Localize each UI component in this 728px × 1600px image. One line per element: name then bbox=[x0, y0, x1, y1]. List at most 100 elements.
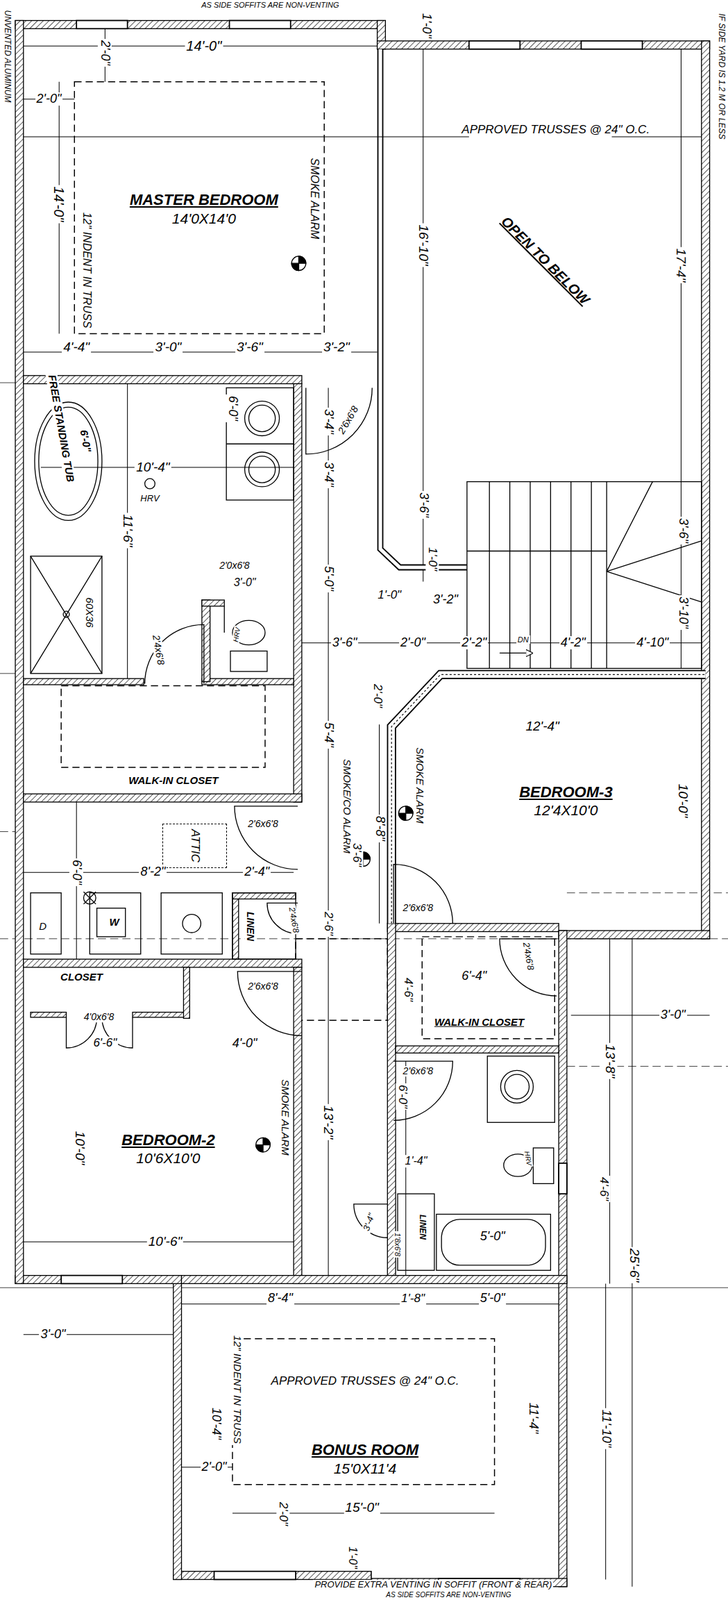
plan-annotation: 6'-6" bbox=[91, 1035, 118, 1049]
plan-annotation: AS SIDE SOFFITS ARE NON-VENTING bbox=[384, 1589, 513, 1598]
plan-annotation: HRV bbox=[522, 1147, 533, 1166]
smoke-alarm-symbols bbox=[256, 1136, 271, 1152]
fixtures bbox=[441, 1218, 546, 1265]
smoke-alarm-symbols bbox=[291, 256, 307, 271]
plan-annotation: 3'-4" bbox=[321, 460, 336, 488]
angled-walls bbox=[380, 49, 706, 924]
room-size: 10'6X10'0 bbox=[121, 1148, 215, 1166]
fixtures bbox=[397, 1192, 435, 1270]
dimension-lines bbox=[0, 382, 16, 384]
plan-annotation: HRV bbox=[231, 625, 242, 644]
plan-annotation: 6'-0" bbox=[77, 426, 94, 454]
plan-annotation: SMOKE ALARM bbox=[414, 746, 427, 825]
stairs bbox=[489, 481, 490, 669]
walls bbox=[23, 678, 144, 685]
doors bbox=[499, 938, 557, 996]
dimension-lines bbox=[0, 1286, 728, 1288]
plan-annotation: 16'-10" bbox=[415, 222, 431, 267]
doors bbox=[224, 605, 225, 633]
walls bbox=[15, 20, 386, 30]
dimension-lines bbox=[571, 1013, 710, 1015]
plan-annotation: 12'-4" bbox=[523, 718, 561, 734]
fixtures bbox=[30, 387, 555, 1270]
plan-annotation: 4'-2" bbox=[559, 635, 588, 650]
walls bbox=[23, 793, 302, 802]
stairs bbox=[467, 550, 607, 552]
plan-annotation: 5'-4" bbox=[321, 720, 336, 749]
plan-annotation: 1'-0" bbox=[419, 11, 434, 40]
plan-annotation: 11'-6" bbox=[120, 512, 135, 548]
plan-annotation: 2'-0" bbox=[276, 1499, 291, 1527]
fixtures bbox=[30, 555, 103, 674]
fixtures bbox=[436, 1213, 552, 1270]
dimension-lines bbox=[566, 1065, 728, 1066]
fixtures bbox=[487, 1055, 555, 1122]
plan-annotation: 10'-4" bbox=[134, 459, 171, 474]
plan-annotation: 3'-4" bbox=[360, 1210, 378, 1234]
plan-annotation: OPEN TO BELOW bbox=[497, 211, 594, 308]
walls bbox=[183, 966, 190, 1018]
dimension-lines bbox=[609, 931, 611, 1284]
stairs bbox=[606, 481, 653, 572]
truss-indent-outlines bbox=[295, 938, 388, 1021]
plan-annotation: 2'4x6'8 bbox=[149, 632, 166, 667]
plan-annotation: 17'-4" bbox=[673, 247, 689, 284]
dimension-lines bbox=[0, 830, 16, 832]
plan-annotation: 2'-6" bbox=[322, 909, 336, 937]
room-size: 15'0X11'4 bbox=[311, 1458, 419, 1477]
walls bbox=[293, 383, 302, 802]
plan-annotation: 14'-0" bbox=[51, 184, 67, 223]
plan-annotation: 2'6x6'8 bbox=[401, 1065, 436, 1076]
windows bbox=[469, 40, 520, 50]
fixtures bbox=[161, 892, 223, 954]
truss-direction-arrows bbox=[23, 136, 702, 137]
fixtures bbox=[230, 650, 268, 671]
plan-annotation: 6'-0" bbox=[69, 857, 84, 886]
walls bbox=[15, 20, 710, 1586]
plan-annotation: 1'-0" bbox=[346, 1544, 360, 1570]
plan-annotation: IF SIDE YARD IS 1.2 M OR LESS bbox=[716, 12, 726, 141]
plan-annotation: 4'0x6'8 bbox=[82, 1011, 116, 1022]
doors bbox=[237, 970, 302, 1036]
fixtures bbox=[248, 404, 275, 431]
plan-annotation: 6'-0" bbox=[396, 1082, 410, 1110]
plan-annotation: 4'-0" bbox=[231, 1036, 259, 1051]
plan-annotation: 2'-0" bbox=[200, 1459, 229, 1474]
plan-annotation: 2'-0" bbox=[35, 92, 64, 107]
plan-annotation: 3'-0" bbox=[38, 1326, 67, 1341]
fixtures bbox=[145, 478, 156, 489]
plan-annotation: 12" INDENT IN TRUSS bbox=[80, 210, 93, 330]
plan-annotation: WALK-IN CLOSET bbox=[127, 774, 220, 787]
fixtures bbox=[244, 401, 280, 436]
stairs bbox=[550, 481, 552, 669]
plan-annotation: 8'-8" bbox=[372, 814, 387, 842]
truss-indent-outlines bbox=[232, 1338, 495, 1484]
plan-annotation: 2'-0" bbox=[399, 635, 427, 650]
plan-annotation: 3'-4" bbox=[321, 407, 336, 436]
room-label: MASTER BEDROOM14'0X14'0 bbox=[125, 188, 283, 230]
walls bbox=[377, 40, 710, 50]
plan-annotation: 4'-10" bbox=[635, 635, 670, 650]
walls bbox=[15, 20, 24, 1284]
plan-annotation: 6'-4" bbox=[460, 968, 488, 983]
dimension-lines bbox=[328, 387, 329, 1275]
room-name: BONUS ROOM bbox=[311, 1440, 419, 1459]
dimension-lines bbox=[680, 49, 682, 669]
windows bbox=[229, 20, 291, 30]
plan-annotation: 10'-4" bbox=[209, 1405, 224, 1441]
fixtures bbox=[89, 892, 141, 954]
walls bbox=[558, 929, 710, 939]
truss-indent-outlines bbox=[74, 81, 325, 334]
stairs bbox=[606, 540, 702, 572]
room-size: 12'4X10'0 bbox=[519, 800, 613, 819]
fixtures bbox=[226, 443, 294, 445]
plan-annotation: 3'-6" bbox=[235, 339, 265, 354]
plan-annotation: 3'-0" bbox=[232, 576, 258, 589]
fixtures bbox=[30, 555, 103, 674]
fixtures bbox=[83, 891, 96, 904]
dimension-lines bbox=[0, 28, 728, 1586]
plan-annotation: 3'-6" bbox=[675, 516, 690, 545]
walls bbox=[395, 1045, 559, 1053]
smoke-alarm-symbols bbox=[398, 805, 413, 821]
